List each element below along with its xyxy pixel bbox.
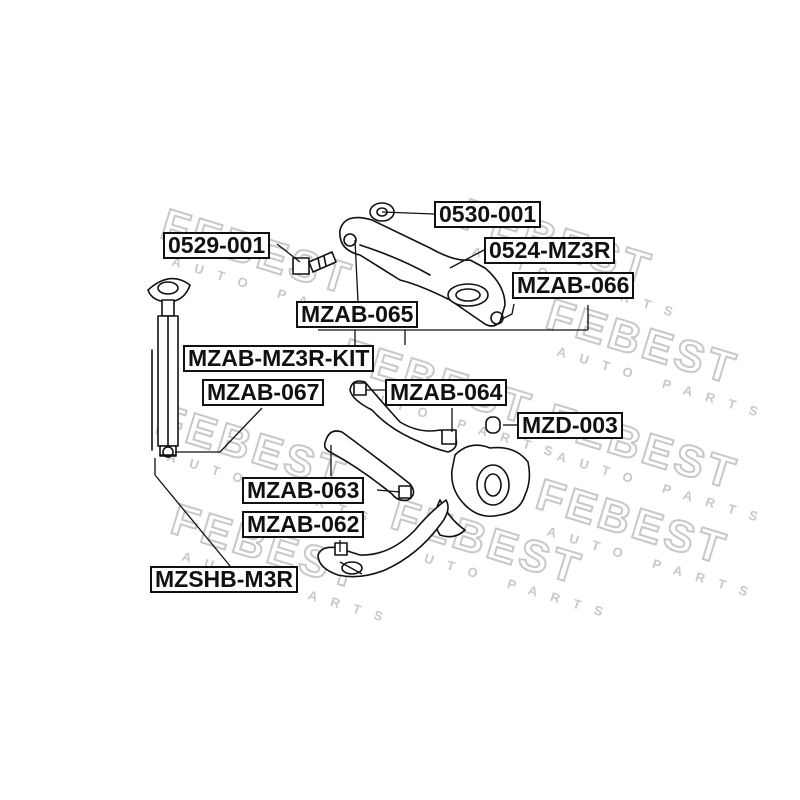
label-mzd-003: MZD-003: [517, 412, 623, 439]
lower-arm: [317, 499, 449, 578]
label-mzab-067: MZAB-067: [202, 379, 325, 406]
dust-plug: [485, 416, 501, 434]
trailing-link: [323, 430, 415, 502]
label-mzab-065: MZAB-065: [296, 301, 419, 328]
label-0530-001: 0530-001: [434, 201, 542, 228]
lower-control-arm: [339, 216, 506, 327]
upper-arm: [349, 380, 458, 453]
label-mzshb-m3r: MZSHB-M3R: [150, 566, 298, 593]
label-0524-mz3r: 0524-MZ3R: [484, 237, 616, 264]
shock-absorber: [147, 277, 191, 458]
label-mzab-066: MZAB-066: [512, 272, 635, 299]
label-mzab-063: MZAB-063: [242, 477, 365, 504]
leader-lines: [154, 211, 589, 579]
label-mzab-064: MZAB-064: [385, 379, 508, 406]
label-mzab-mz3r-kit: MZAB-MZ3R-KIT: [183, 345, 375, 372]
camber-bolt: [292, 251, 337, 275]
knuckle: [434, 444, 531, 538]
label-mzab-062: MZAB-062: [242, 511, 365, 538]
label-0529-001: 0529-001: [163, 232, 271, 259]
